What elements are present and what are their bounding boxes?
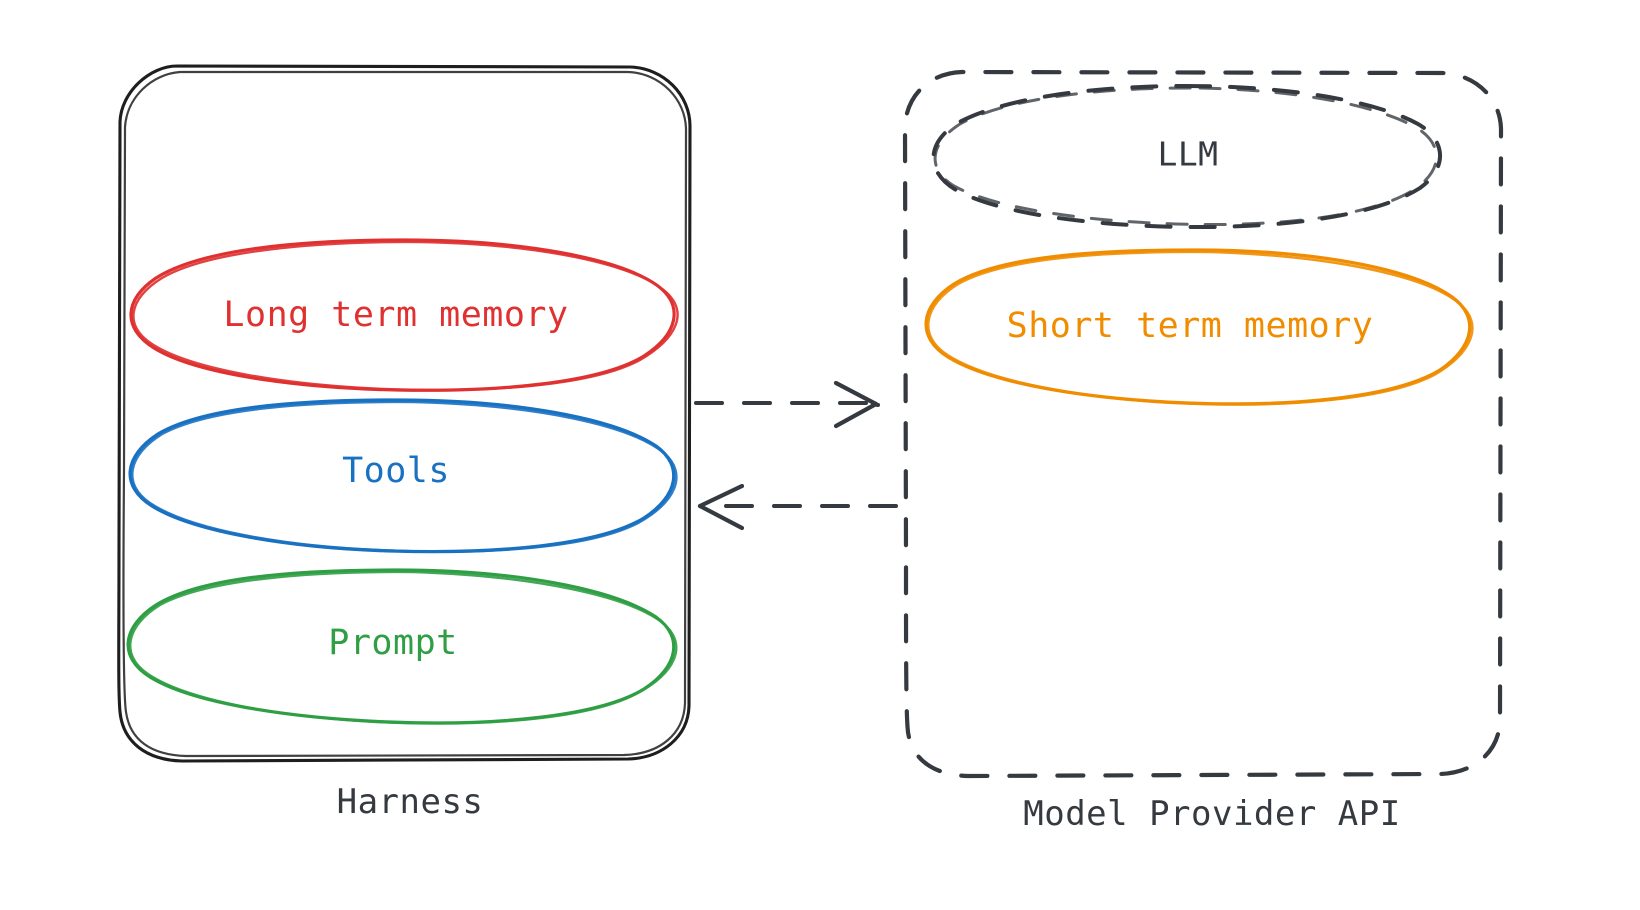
harness-container-shape[interactable]: [117, 64, 692, 763]
tools-shape[interactable]: [128, 398, 678, 554]
long-term-memory-shape[interactable]: [129, 238, 679, 392]
short-term-memory-shape[interactable]: [924, 248, 1474, 406]
harness-to-api-arrow[interactable]: [694, 380, 880, 429]
prompt-shape[interactable]: [126, 568, 678, 725]
model-provider-api-container-shape[interactable]: [902, 69, 1504, 779]
api-to-harness-arrow[interactable]: [697, 483, 898, 531]
llm-shape[interactable]: [931, 84, 1442, 230]
